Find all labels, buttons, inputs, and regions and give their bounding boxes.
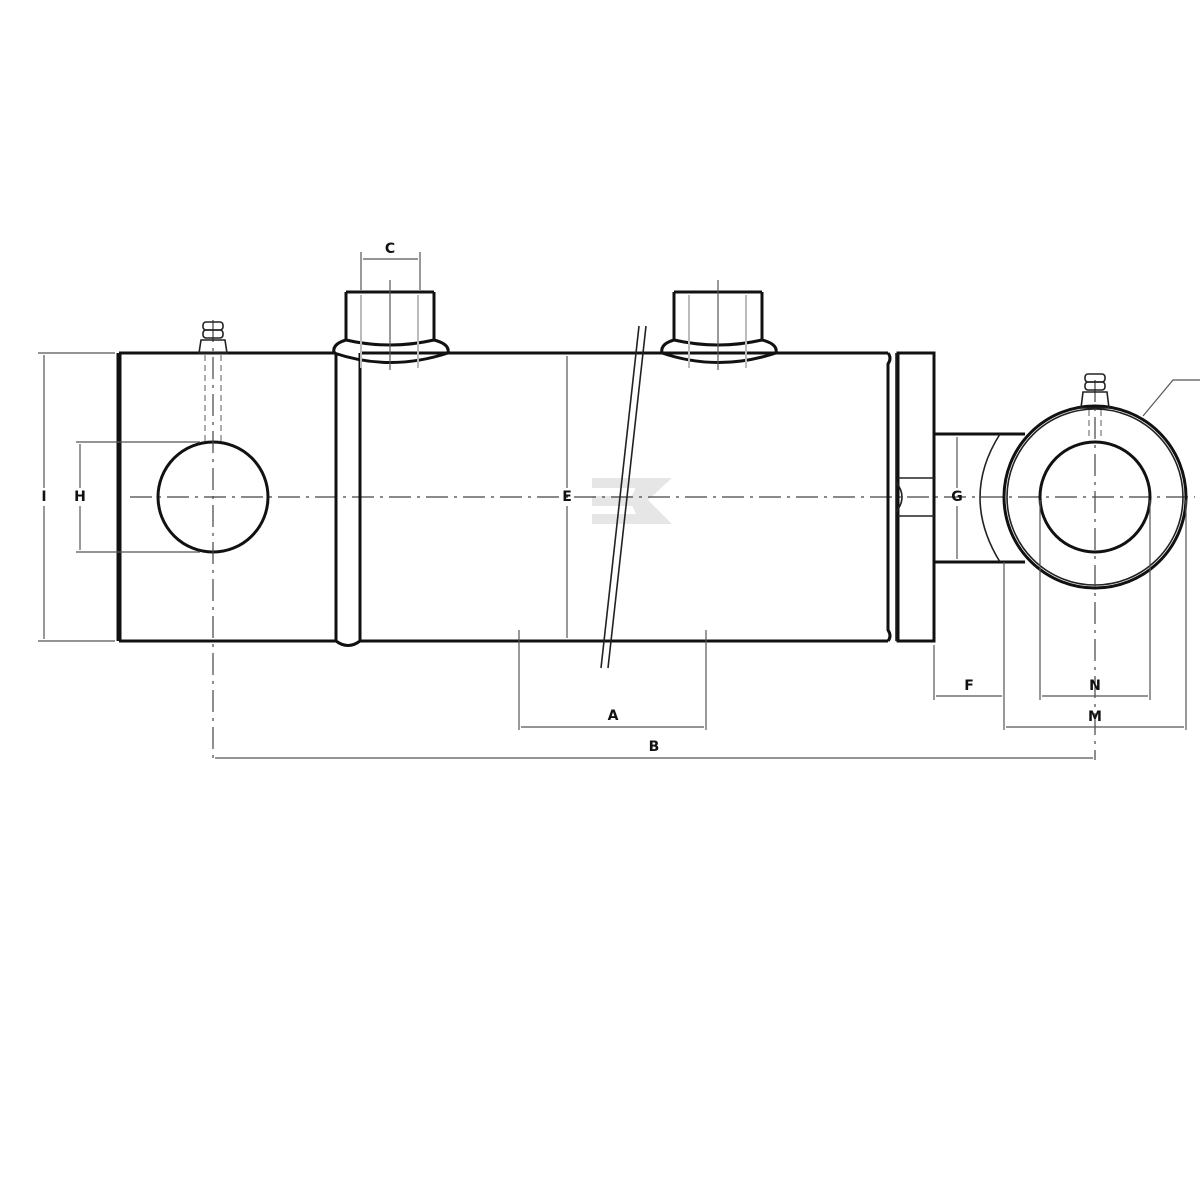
oil-port-rear xyxy=(332,280,450,370)
oil-port-front xyxy=(660,280,778,370)
dim-label-i: I xyxy=(41,489,46,505)
front-head xyxy=(895,351,936,643)
cylinder-barrel xyxy=(116,351,897,647)
rod-end-eye xyxy=(1002,380,1188,760)
watermark-logo xyxy=(592,478,672,524)
dim-label-m: M xyxy=(1088,709,1102,725)
dim-label-c: C xyxy=(385,241,395,257)
leader-line xyxy=(1142,379,1200,417)
dim-label-g: G xyxy=(951,489,963,505)
rear-eye-hole xyxy=(156,320,270,760)
piston-rod xyxy=(934,432,1025,564)
dim-label-n: N xyxy=(1089,678,1101,694)
dimension-lines xyxy=(38,252,1187,759)
grease-nipple-front xyxy=(1080,373,1110,440)
dim-label-b: B xyxy=(649,739,660,755)
dim-label-a: A xyxy=(608,708,619,724)
grease-nipple-rear xyxy=(198,321,228,442)
dim-label-f: F xyxy=(964,678,974,694)
break-lines xyxy=(600,325,647,669)
dim-label-h: H xyxy=(74,489,86,505)
dim-label-e: E xyxy=(562,489,572,505)
